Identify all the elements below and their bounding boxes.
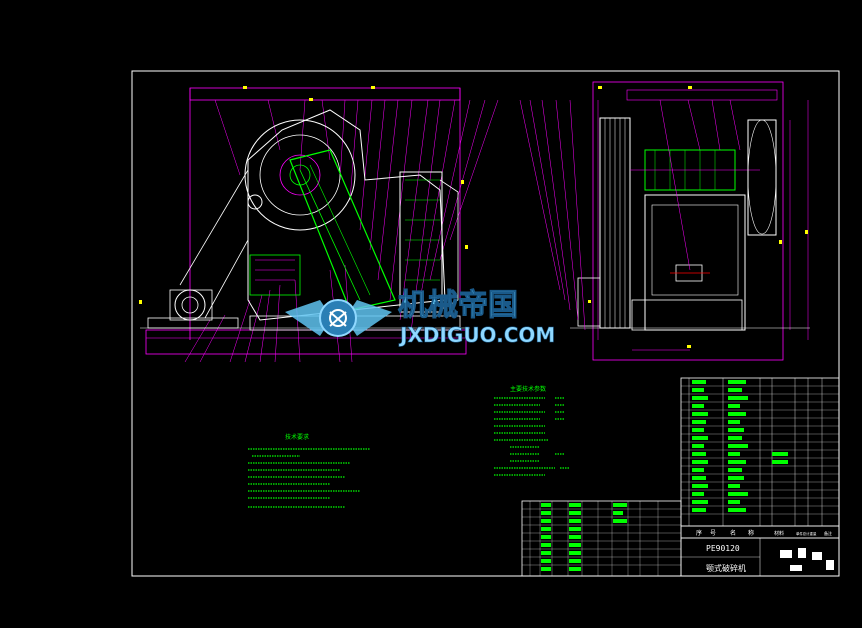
watermark-logo — [285, 299, 392, 337]
watermark-cn-text: 机械帝国 — [398, 288, 518, 323]
header-name: 名 — [730, 529, 736, 537]
parts-list-table — [680, 377, 840, 527]
spec-title: 主要技术参数 — [510, 385, 546, 393]
spec-lines — [494, 397, 570, 476]
header-seq: 序 — [696, 529, 702, 537]
header-code: 号 — [710, 530, 716, 537]
drawing-title-block — [680, 537, 840, 577]
tech-requirements-title: 技术要求 — [285, 433, 309, 441]
drawing-frame — [131, 70, 840, 577]
side-elevation-view — [140, 87, 499, 363]
header-note: 备注 — [824, 530, 832, 536]
watermark-en-text: JXDIGUO.COM — [398, 323, 555, 347]
tech-requirements-lines — [248, 448, 370, 508]
dimension-markers — [139, 86, 808, 348]
drawing-name: 颚式破碎机 — [706, 563, 746, 573]
header-qty: 称 — [748, 529, 754, 537]
header-weight: 单件总计重量 — [796, 531, 817, 536]
drawing-model-number: PE90120 — [706, 544, 740, 553]
approval-table — [521, 500, 682, 577]
header-material: 材料 — [774, 530, 784, 537]
front-elevation-view — [519, 81, 810, 361]
